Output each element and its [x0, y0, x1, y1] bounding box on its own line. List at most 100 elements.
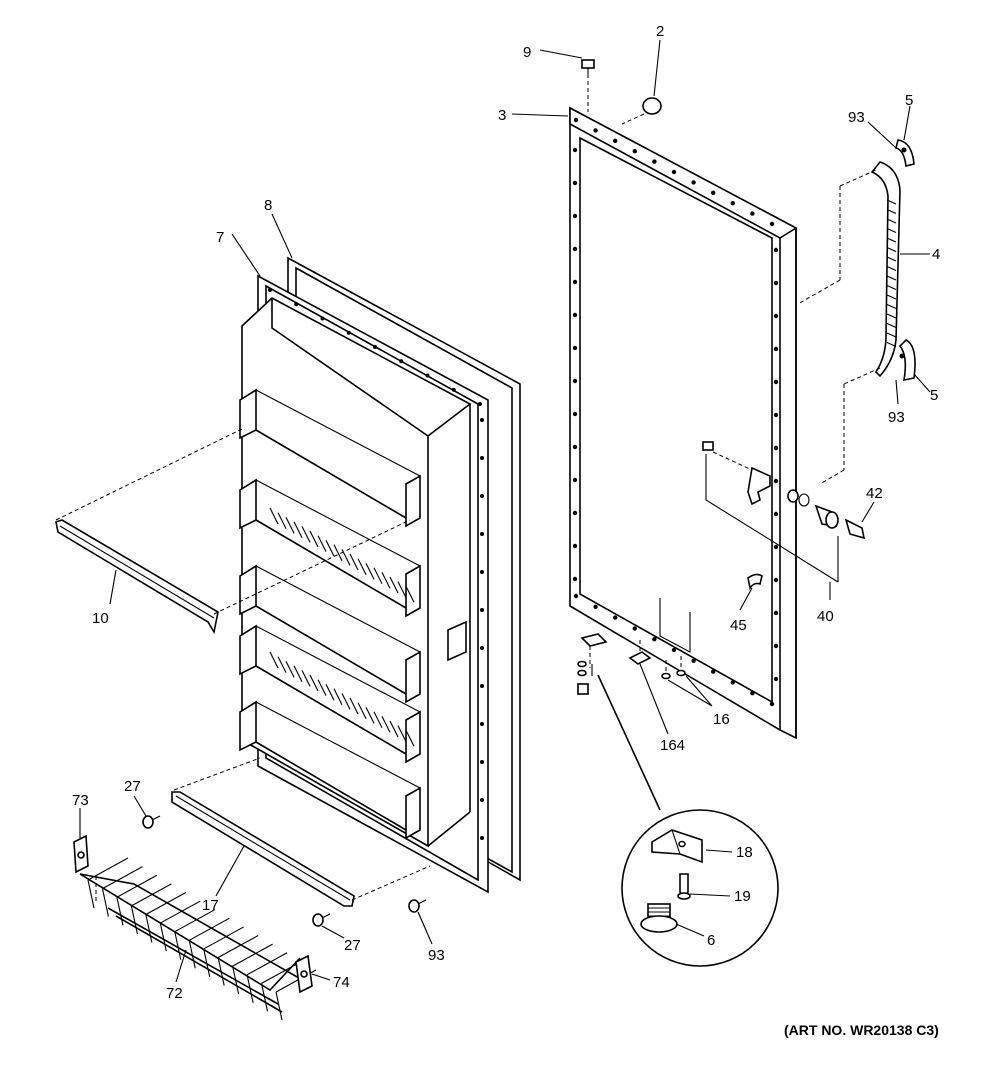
- shelf-edge: [255, 429, 407, 519]
- liner-hole: [451, 387, 456, 392]
- panel-hole: [773, 478, 779, 484]
- panel-hole: [572, 147, 578, 153]
- callout-18: 18: [736, 844, 753, 861]
- handle-rib: [886, 275, 897, 281]
- shelf-rib: [357, 702, 367, 719]
- panel-hole: [572, 510, 578, 516]
- callout-164: 164: [660, 737, 685, 754]
- panel-hole: [773, 676, 779, 682]
- callout-6: 6: [707, 932, 715, 949]
- handle-rib: [886, 322, 897, 329]
- panel-hole: [652, 159, 657, 164]
- shelf-screw-right: [312, 913, 331, 927]
- shelf-rib: [293, 665, 303, 683]
- basket-rib: [275, 991, 283, 1021]
- callout-5-top: 5: [905, 92, 913, 109]
- callout-45: 45: [730, 617, 747, 634]
- shelf-rib: [381, 572, 391, 589]
- shelf-rib: [301, 670, 311, 687]
- callout-93-bottom: 93: [428, 947, 445, 964]
- panel-hole: [572, 279, 578, 285]
- shelf-edge: [255, 665, 407, 755]
- callout-73: 73: [72, 792, 89, 809]
- panel-hole: [750, 691, 755, 696]
- liner-hole: [480, 722, 484, 726]
- panel-hole: [573, 117, 579, 123]
- shelf-rib: [373, 711, 383, 729]
- shelf-rib: [301, 526, 311, 543]
- shelf-rib: [349, 697, 359, 715]
- panel-hole: [573, 593, 579, 599]
- basket-rib: [203, 948, 211, 978]
- liner-hole: [480, 418, 484, 422]
- liner-hole: [480, 684, 484, 688]
- basket-end-cap-left: [73, 834, 97, 904]
- basket-rib: [102, 866, 143, 890]
- shelf-end-right: [405, 564, 421, 618]
- shelf-rib: [349, 553, 359, 571]
- basket-rib: [246, 974, 254, 1003]
- handle-rib: [886, 313, 897, 319]
- handle-rib: [886, 303, 897, 310]
- door-handle: [870, 161, 901, 378]
- panel-hole: [769, 221, 775, 227]
- callout-3: 3: [498, 107, 506, 124]
- panel-hole: [711, 190, 716, 195]
- liner-screw: [408, 899, 427, 913]
- shelf-rib: [357, 558, 367, 575]
- basket-rib: [217, 957, 225, 986]
- panel-hole: [613, 615, 618, 620]
- liner-hole: [268, 288, 272, 292]
- panel-hole: [572, 246, 578, 252]
- panel-hole: [572, 444, 578, 450]
- liner-hole: [480, 760, 484, 764]
- callout-74: 74: [333, 974, 350, 991]
- liner-hole: [478, 402, 482, 406]
- liner-hole: [320, 316, 325, 321]
- liner-hole: [399, 359, 404, 364]
- shelf-rib: [405, 729, 415, 747]
- callout-5-bottom: 5: [930, 387, 938, 404]
- panel-hole: [730, 680, 735, 685]
- shelf-edge: [255, 605, 407, 695]
- liner-hole: [480, 532, 484, 536]
- handle-rib: [886, 218, 897, 224]
- handle-rib: [886, 256, 897, 262]
- panel-hole: [572, 180, 578, 186]
- basket-rib: [217, 935, 259, 959]
- shelf-bar-lower: [171, 791, 355, 907]
- basket-rib: [232, 966, 240, 995]
- basket-rib: [174, 931, 182, 960]
- basket-rib: [101, 888, 109, 917]
- callout-8: 8: [264, 197, 272, 214]
- door-clip: [747, 573, 763, 591]
- callout-93-top: 93: [848, 109, 865, 126]
- panel-hole: [572, 312, 578, 318]
- panel-hole: [632, 626, 637, 631]
- basket-rib: [116, 874, 158, 898]
- basket-rib: [145, 891, 187, 915]
- shelf-rib: [325, 683, 335, 701]
- shelf-screw-left: [142, 815, 161, 829]
- handle-rib: [886, 294, 897, 300]
- panel-hole: [572, 543, 578, 549]
- liner-hole: [480, 836, 484, 840]
- basket-wire-ribs: [87, 857, 317, 1021]
- panel-hole: [773, 544, 779, 550]
- shelf-end-right: [405, 786, 421, 840]
- handle-rib: [886, 227, 897, 234]
- basket-end-cap-right: [295, 954, 313, 994]
- shelf-rib: [317, 535, 327, 552]
- panel-hole: [572, 477, 578, 483]
- panel-hole: [691, 180, 696, 185]
- liner-hole: [294, 302, 299, 307]
- basket-rib: [87, 879, 95, 909]
- panel-hole: [773, 577, 779, 583]
- shelf-end-right: [405, 710, 421, 764]
- shelf-rib: [309, 530, 319, 548]
- shelf-rib: [389, 576, 399, 594]
- callout-7: 7: [216, 229, 224, 246]
- handle-rib: [886, 237, 897, 243]
- panel-hole: [769, 701, 775, 707]
